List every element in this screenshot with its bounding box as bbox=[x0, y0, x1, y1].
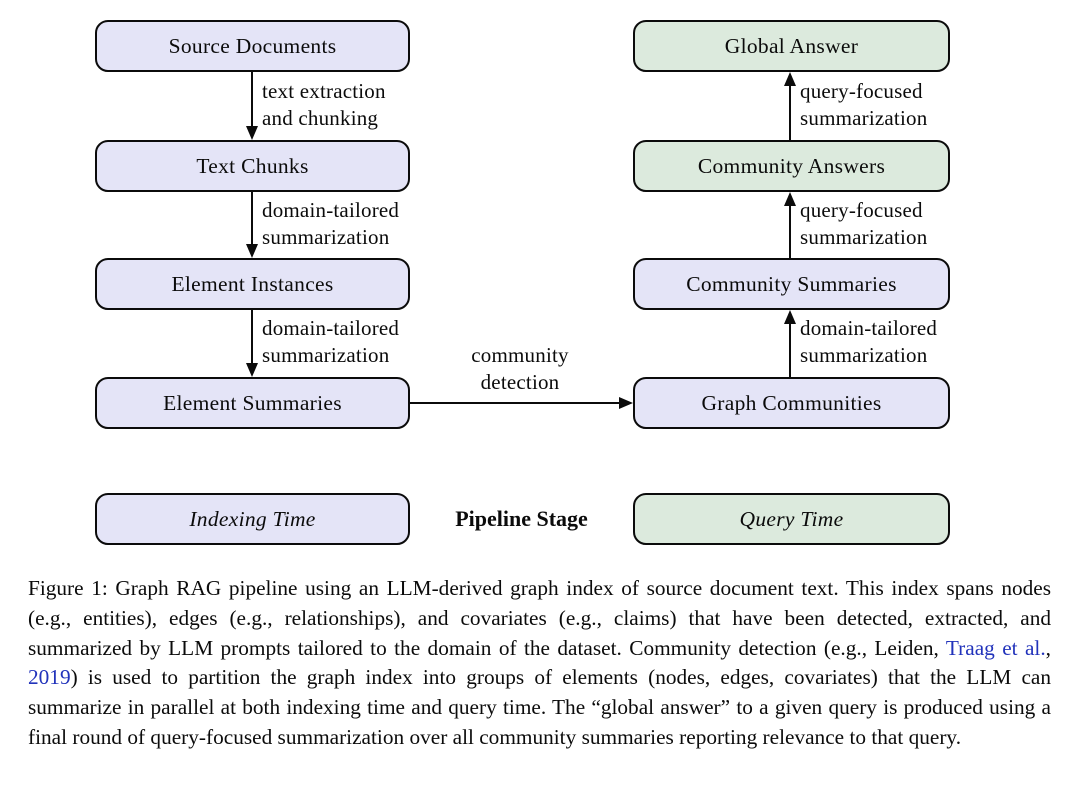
edge-label-community-detection: community detection bbox=[471, 343, 569, 394]
arrow-communities-to-comm-summaries bbox=[789, 323, 791, 377]
node-source-documents: Source Documents bbox=[95, 20, 410, 72]
node-element-instances: Element Instances bbox=[95, 258, 410, 310]
figure-caption: Figure 1: Graph RAG pipeline using an LL… bbox=[28, 574, 1051, 753]
arrow-summaries-to-communities bbox=[410, 402, 620, 404]
node-community-summaries: Community Summaries bbox=[633, 258, 950, 310]
arrowhead-down-icon bbox=[246, 126, 258, 140]
edge-label-domain-tailored-3: domain-tailored summarization bbox=[800, 316, 938, 367]
arrowhead-down-icon bbox=[246, 244, 258, 258]
caption-text-after-citation: ) is used to partition the graph index i… bbox=[28, 665, 1051, 749]
legend-query-time: Query Time bbox=[633, 493, 950, 545]
node-community-answers: Community Answers bbox=[633, 140, 950, 192]
arrow-source-to-chunks bbox=[251, 72, 253, 127]
arrow-comm-summaries-to-comm-answers bbox=[789, 205, 791, 258]
arrowhead-right-icon bbox=[619, 397, 633, 409]
citation-link-2019[interactable]: 2019 bbox=[28, 665, 71, 690]
edge-label-query-focused-2: query-focused summarization bbox=[800, 79, 928, 130]
edge-label-text-extraction: text extraction and chunking bbox=[262, 79, 386, 130]
node-element-summaries: Element Summaries bbox=[95, 377, 410, 429]
caption-citation-separator: , bbox=[1045, 635, 1051, 660]
caption-text-before-citation: Figure 1: Graph RAG pipeline using an LL… bbox=[28, 576, 1051, 660]
arrow-chunks-to-instances bbox=[251, 192, 253, 245]
legend-indexing-time: Indexing Time bbox=[95, 493, 410, 545]
arrowhead-up-icon bbox=[784, 310, 796, 324]
node-graph-communities: Graph Communities bbox=[633, 377, 950, 429]
arrowhead-up-icon bbox=[784, 72, 796, 86]
legend-pipeline-stage: Pipeline Stage bbox=[455, 506, 588, 531]
node-global-answer: Global Answer bbox=[633, 20, 950, 72]
arrow-comm-answers-to-global bbox=[789, 85, 791, 140]
edge-label-query-focused-1: query-focused summarization bbox=[800, 198, 928, 249]
edge-label-domain-tailored-1: domain-tailored summarization bbox=[262, 198, 400, 249]
arrowhead-down-icon bbox=[246, 363, 258, 377]
citation-link-traag[interactable]: Traag et al. bbox=[945, 635, 1046, 660]
node-text-chunks: Text Chunks bbox=[95, 140, 410, 192]
arrow-instances-to-summaries bbox=[251, 310, 253, 364]
edge-label-domain-tailored-2: domain-tailored summarization bbox=[262, 316, 400, 367]
arrowhead-up-icon bbox=[784, 192, 796, 206]
